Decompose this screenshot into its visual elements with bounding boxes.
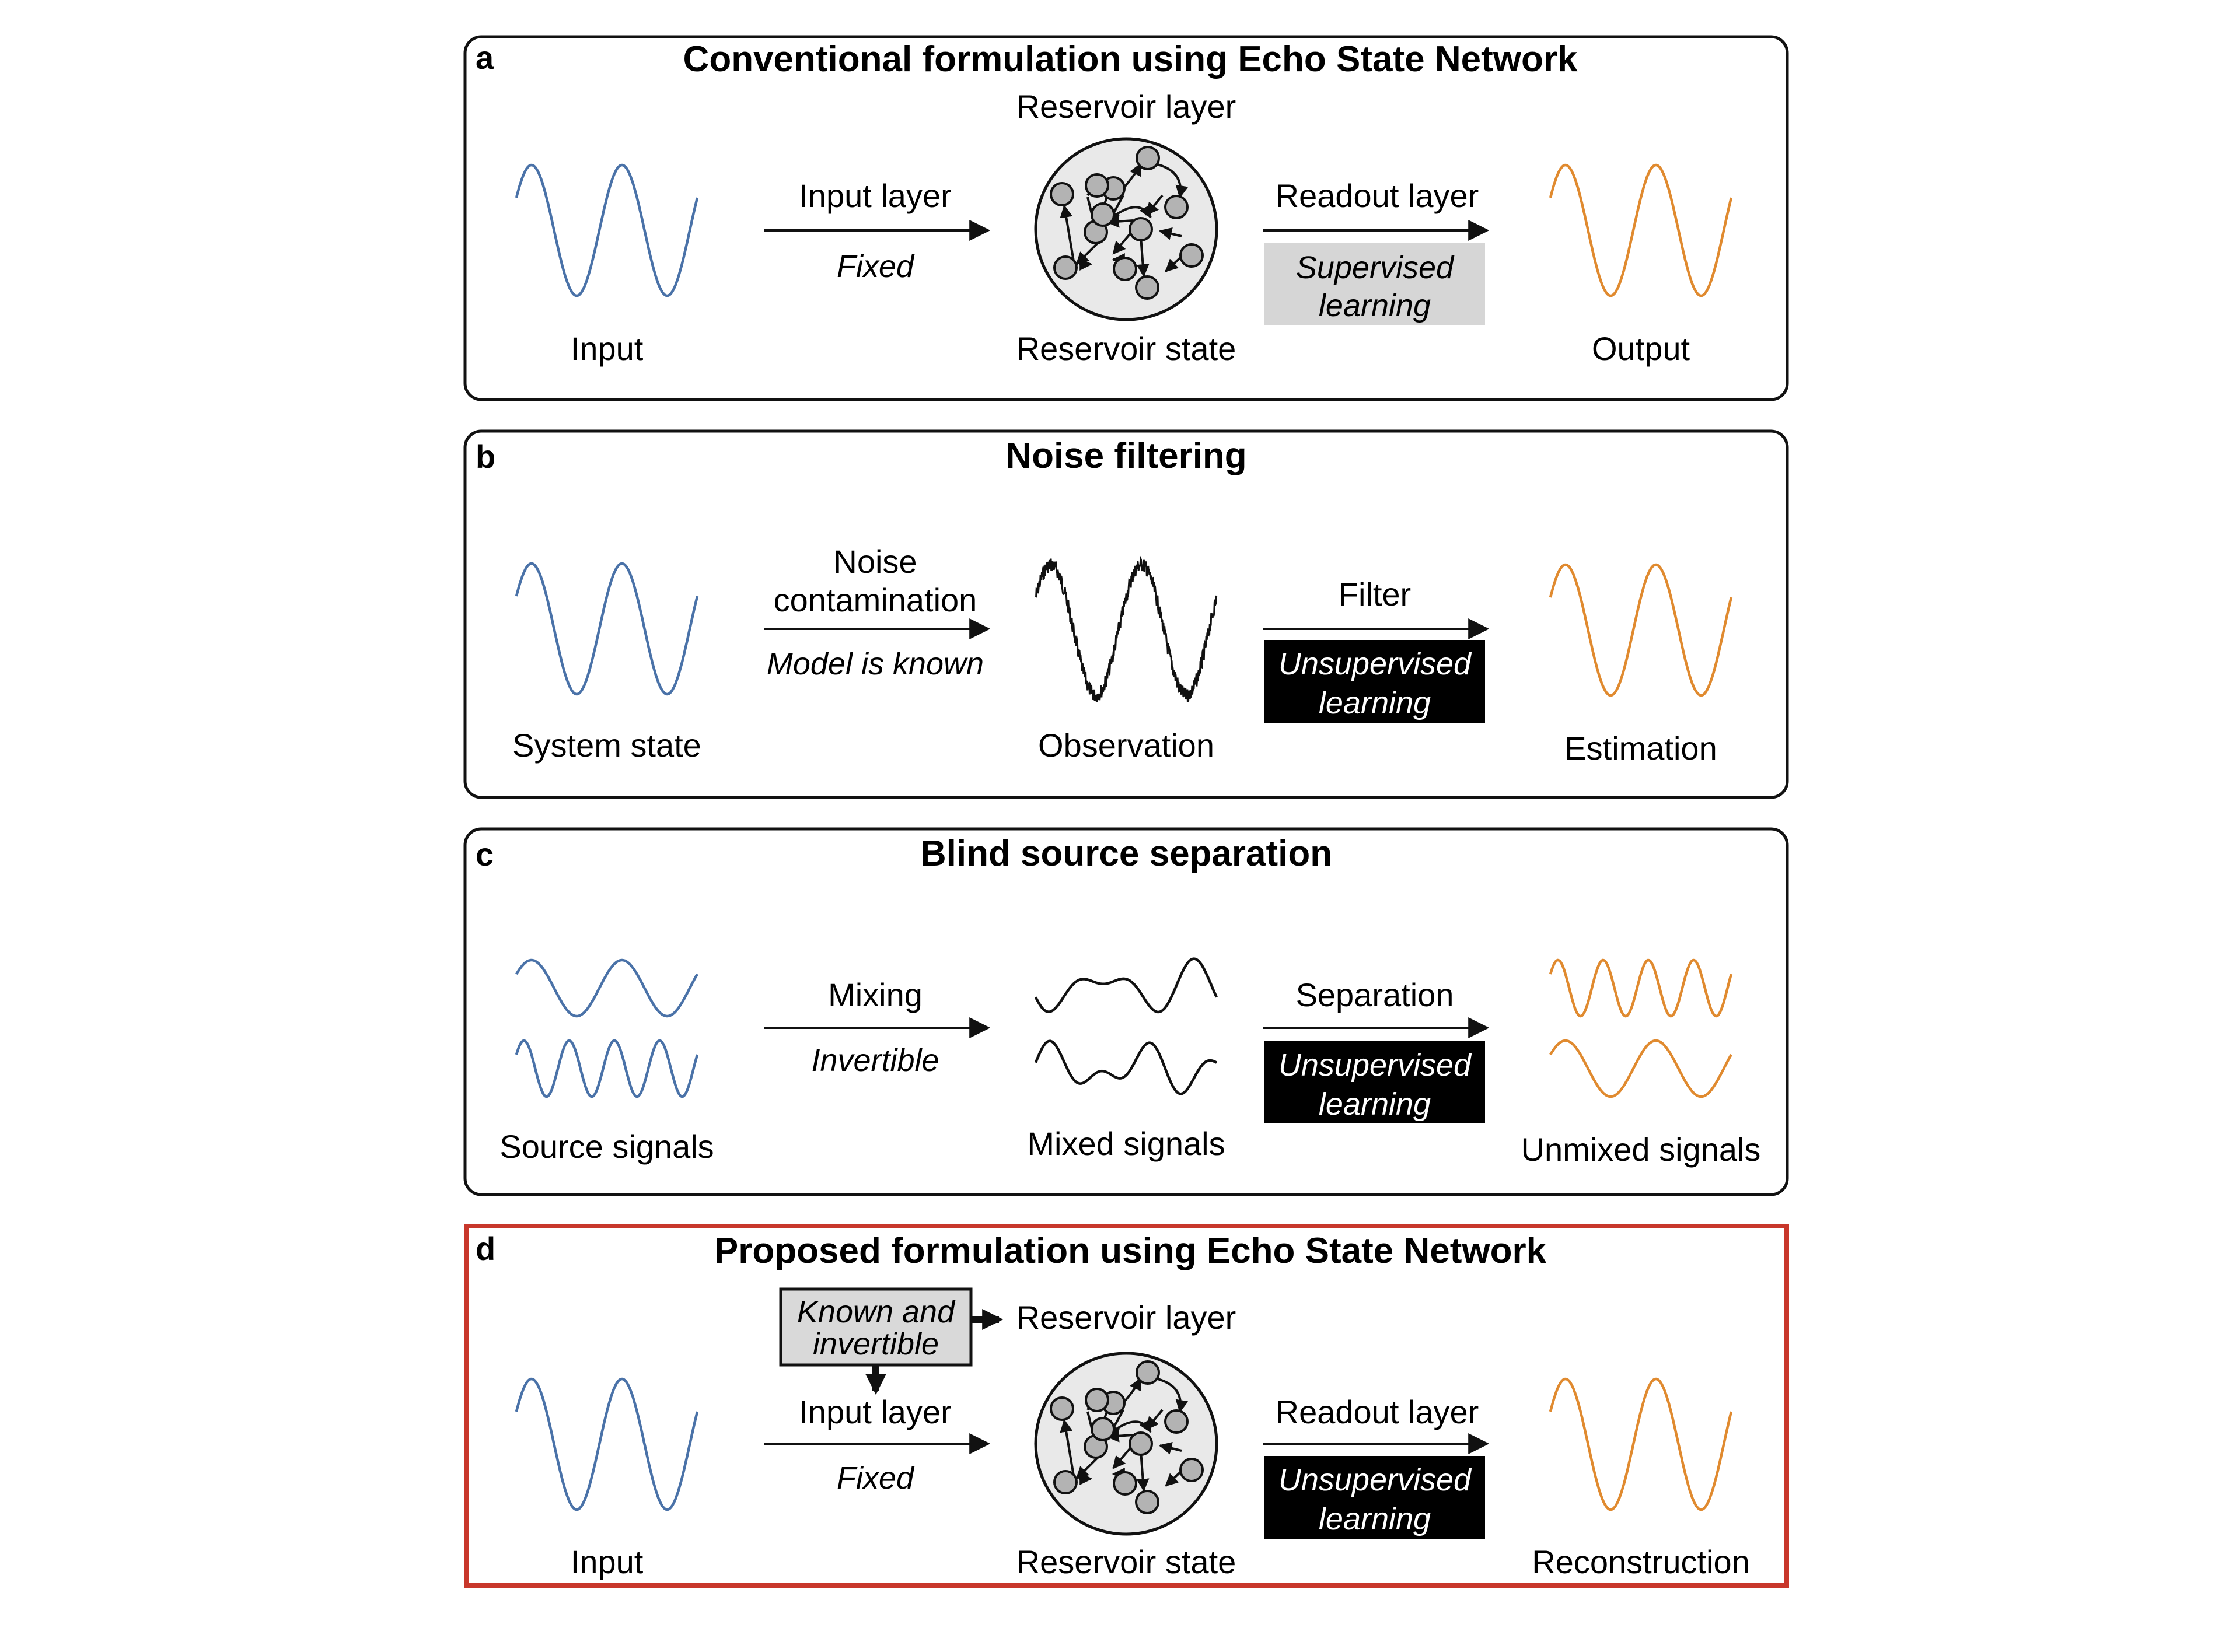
system-state-label: System state — [512, 727, 701, 764]
learning-line1: Unsupervised — [1278, 1048, 1472, 1083]
contamination-label: contamination — [774, 582, 977, 618]
input-layer-label: Input layer — [799, 1394, 952, 1430]
observation-label: Observation — [1038, 727, 1214, 764]
unmixed-signals-label: Unmixed signals — [1521, 1131, 1761, 1168]
panel-title: Proposed formulation using Echo State Ne… — [714, 1231, 1547, 1271]
panel-letter: b — [476, 438, 495, 475]
unmixed-signal-1-wave — [1549, 958, 1733, 1018]
source-signal-1-wave — [515, 958, 698, 1018]
mixed-signal-1-wave — [1034, 957, 1218, 1014]
fixed-label: Fixed — [837, 1461, 915, 1496]
unsupervised-learning-box — [1264, 640, 1485, 723]
panel-d: d Proposed formulation using Echo State … — [464, 1224, 1789, 1588]
learning-line1: Unsupervised — [1278, 1462, 1472, 1497]
estimation-label: Estimation — [1564, 730, 1717, 766]
filter-label: Filter — [1339, 576, 1411, 612]
reservoir-network — [1036, 1353, 1217, 1534]
separation-label: Separation — [1296, 977, 1454, 1013]
learning-line1: Supervised — [1296, 250, 1455, 285]
panel-b-border — [463, 429, 1789, 799]
unsupervised-learning-box — [1264, 1041, 1485, 1123]
mixing-label: Mixing — [828, 977, 923, 1013]
panel-a-border — [463, 35, 1789, 401]
panel-letter: c — [476, 836, 494, 873]
invertible-label: Invertible — [811, 1043, 939, 1078]
output-wave — [1549, 163, 1733, 298]
reservoir-state-label: Reservoir state — [1016, 1544, 1236, 1580]
panel-a: a Conventional formulation using Echo St… — [463, 35, 1789, 401]
panel-title: Conventional formulation using Echo Stat… — [683, 39, 1578, 79]
unmixed-signal-2-wave — [1549, 1039, 1732, 1098]
learning-line1: Unsupervised — [1278, 646, 1472, 681]
panel-d-border — [464, 1224, 1789, 1588]
supervised-learning-box — [1264, 243, 1485, 325]
model-known-label: Model is known — [767, 646, 984, 681]
readout-layer-label: Readout layer — [1276, 1394, 1479, 1430]
learning-line2: learning — [1319, 685, 1431, 720]
reservoir-layer-label: Reservoir layer — [1016, 88, 1236, 125]
reservoir-state-label: Reservoir state — [1016, 330, 1236, 367]
noisy-observation-wave — [1035, 555, 1218, 702]
estimation-wave — [1549, 563, 1733, 697]
input-wave — [515, 1377, 699, 1511]
mixed-signal-2-wave — [1034, 1040, 1218, 1096]
unsupervised-learning-box — [1264, 1456, 1485, 1539]
panel-title: Blind source separation — [920, 834, 1332, 874]
reservoir-layer-label: Reservoir layer — [1016, 1299, 1236, 1336]
panel-c-border — [463, 827, 1789, 1196]
panel-letter: d — [476, 1230, 495, 1267]
learning-line2: learning — [1319, 288, 1431, 323]
reconstruction-wave — [1549, 1377, 1733, 1511]
source-signals-label: Source signals — [499, 1128, 714, 1165]
panel-letter: a — [476, 39, 494, 76]
reconstruction-label: Reconstruction — [1532, 1544, 1750, 1580]
system-state-wave — [515, 562, 699, 696]
panel-title: Noise filtering — [1005, 436, 1246, 476]
fixed-label: Fixed — [837, 249, 915, 284]
input-layer-label: Input layer — [799, 177, 952, 214]
known-line1: Known and — [797, 1294, 956, 1329]
input-label: Input — [571, 1544, 644, 1580]
learning-line2: learning — [1319, 1502, 1431, 1536]
panel-b: b Noise filtering System state Noise con… — [463, 429, 1789, 799]
noise-label: Noise — [833, 543, 917, 580]
readout-layer-label: Readout layer — [1276, 177, 1479, 214]
known-invertible-box — [779, 1287, 973, 1367]
input-label: Input — [571, 330, 644, 367]
reservoir-network — [1036, 139, 1217, 320]
output-label: Output — [1592, 330, 1690, 367]
source-signal-2-wave — [515, 1039, 699, 1098]
learning-line2: learning — [1319, 1087, 1431, 1122]
input-wave — [515, 163, 699, 298]
panel-c: c Blind source separation Source signals… — [463, 827, 1789, 1196]
known-line2: invertible — [813, 1326, 939, 1362]
mixed-signals-label: Mixed signals — [1027, 1125, 1225, 1162]
